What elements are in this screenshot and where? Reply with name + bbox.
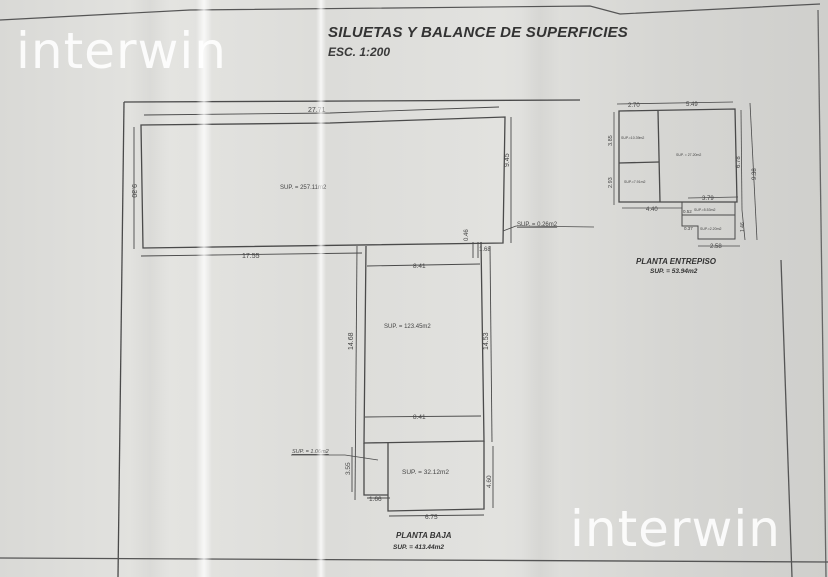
sheet-border-top	[123, 99, 581, 103]
document-title: SILUETAS Y BALANCE DE SUPERFICIES	[328, 24, 628, 41]
dim-line-center-right	[489, 245, 493, 443]
area-label: SUP.=2.20m2	[700, 227, 721, 231]
paper-shadow	[520, 0, 560, 577]
dim-label: 1.66	[369, 496, 382, 503]
area-label: SUP. = 32.12m2	[402, 469, 449, 476]
area-label: SUP. = 1.06m2	[292, 449, 329, 455]
dim-label: 2.58	[710, 244, 722, 250]
dim-label: 0.46	[464, 229, 470, 241]
dim-label: 9.30	[130, 184, 137, 198]
entrepiso-plan	[613, 101, 758, 247]
frame-line	[780, 259, 793, 577]
dim-label: 14.68	[348, 332, 355, 350]
paper-fold	[316, 0, 326, 577]
dim-label: 9.38	[752, 168, 758, 180]
watermark-logo: interwin	[16, 22, 227, 80]
area-label: SUP. = 123.45m2	[384, 324, 431, 330]
dim-label: 4.60	[486, 475, 493, 488]
center-block-outline	[363, 241, 485, 444]
watermark-logo: interwin	[570, 500, 781, 558]
paper-fold	[196, 0, 212, 577]
sheet-bottom-edge	[0, 557, 828, 563]
planta-baja-caption: PLANTA BAJA	[396, 531, 452, 540]
area-label: SUP.=10.39m2	[621, 136, 644, 140]
dim-label: 0.37	[684, 226, 693, 231]
small-block-outline	[363, 443, 388, 496]
planta-baja-total: SUP. = 413.44m2	[393, 544, 444, 551]
entrepiso-total: SUP. = 53.94m2	[650, 268, 698, 275]
area-label: SUP. = 27.20m2	[676, 153, 701, 157]
dim-label: 3.79	[702, 196, 714, 202]
bottom-block-outline	[387, 441, 485, 512]
dim-label: 3.55	[345, 462, 352, 475]
dim-label: 8.41	[413, 414, 426, 421]
dim-label: 14.53	[483, 332, 490, 350]
dim-label: 5.49	[686, 102, 698, 108]
dim-label: 4.40	[646, 207, 658, 213]
sheet-top-edge	[0, 3, 821, 21]
sheet-border-left	[117, 101, 125, 577]
sheet-border-right	[817, 9, 827, 577]
dim-label: 6.78	[736, 156, 742, 168]
dim-label: 6.75	[425, 514, 438, 521]
dim-label: 9.45	[504, 153, 511, 167]
dim-label: 2.93	[608, 177, 614, 188]
dim-label: 17.55	[242, 253, 260, 260]
area-label: SUP. = 257.11m2	[280, 185, 327, 191]
dim-label: 2.70	[628, 103, 640, 109]
entrepiso-caption: PLANTA ENTREPISO	[636, 257, 717, 266]
dim-line-center-left	[354, 245, 358, 501]
dim-label: 0.52	[683, 209, 692, 214]
area-label: SUP.=5.53m2	[694, 208, 715, 212]
document-scale: ESC. 1:200	[328, 45, 391, 59]
main-block-outline	[140, 116, 506, 249]
paper-shadow	[130, 0, 170, 577]
dim-label: 1.46	[740, 222, 746, 232]
dim-label: 3.85	[608, 135, 614, 146]
dim-label: 8.41	[413, 263, 426, 270]
area-label: SUP.=7.91m2	[624, 180, 645, 184]
area-label: SUP. = 0.26m2	[517, 222, 558, 228]
dim-label: 1.68	[479, 247, 491, 253]
